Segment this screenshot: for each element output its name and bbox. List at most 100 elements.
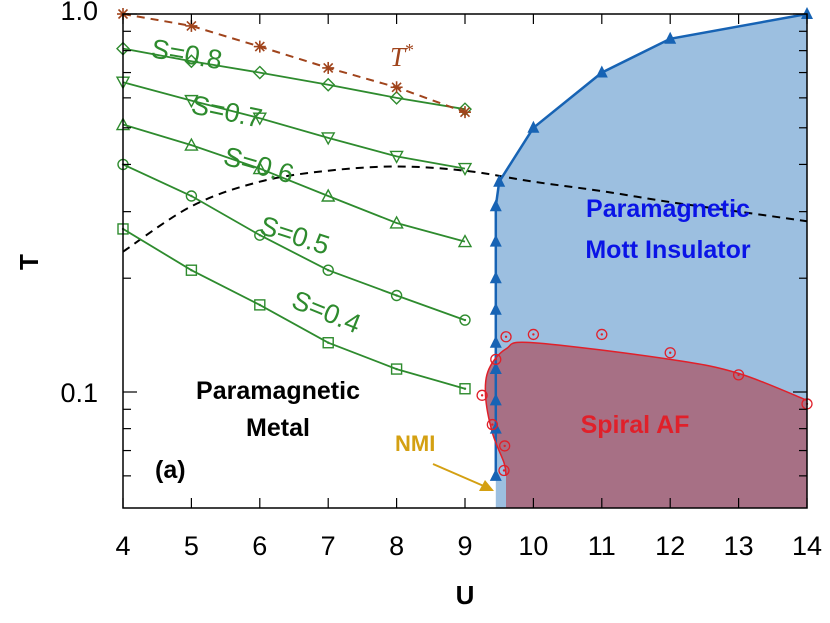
mott-point-4 <box>489 335 502 348</box>
x-tick-label-10: 10 <box>518 531 548 561</box>
tstar-point-2 <box>253 40 266 53</box>
spiral-point-8 <box>664 347 676 359</box>
x-tick-label-5: 5 <box>184 531 199 561</box>
spiral-point-dot-9 <box>737 373 740 377</box>
spiral-point-dot-5 <box>504 335 508 338</box>
x-tick-label-11: 11 <box>588 531 616 561</box>
label-s04: S=0.4 <box>288 285 365 340</box>
panel-label: (a) <box>155 456 186 484</box>
entropy-3-point-2-dot <box>258 233 261 237</box>
spiral-point-dot-7 <box>600 333 603 336</box>
mott-point-7 <box>489 234 502 247</box>
label-s06: S=0.6 <box>220 141 297 189</box>
y-tick-1: 1.0 <box>60 0 98 26</box>
spiral-point-6 <box>527 328 540 341</box>
mott-point-10 <box>527 120 540 133</box>
metal-label-2: Metal <box>246 414 310 442</box>
entropy-0-point-2 <box>252 65 267 80</box>
x-tick-label-7: 7 <box>321 531 336 561</box>
x-tick-label-8: 8 <box>389 531 404 561</box>
entropy-1-point-4 <box>389 150 404 164</box>
tstar-point-1-stroke-3 <box>186 20 197 31</box>
entropy-4-point-5-dot <box>463 387 467 390</box>
entropy-1-point-2 <box>252 112 267 126</box>
spiral-point-1 <box>499 440 511 452</box>
spiral-point-dot-1 <box>503 444 506 448</box>
mott-label-1: Paramagnetic <box>586 195 750 223</box>
spiral-point-dot-0 <box>502 469 506 472</box>
tstar-point-4 <box>390 81 403 94</box>
tstar-point-3-stroke-3 <box>323 62 334 73</box>
nmi-label: NMI <box>395 431 435 456</box>
entropy-0-point-1 <box>184 54 199 69</box>
axis-ticks <box>122 13 808 508</box>
entropy-line-4 <box>122 228 466 390</box>
entropy-2-point-1 <box>184 137 199 151</box>
tstar-line <box>122 13 466 114</box>
mott-point-9 <box>493 174 506 187</box>
boundary-markers <box>476 7 813 481</box>
entropy-4-point-3-dot <box>327 341 330 344</box>
mott-point-8 <box>489 199 502 212</box>
entropy-3-point-2 <box>254 229 266 241</box>
entropy-3-point-4 <box>390 289 403 302</box>
mott-point-6 <box>489 271 502 284</box>
tstar-point-2-stroke-3 <box>254 41 265 52</box>
entropy-line-1 <box>122 81 466 170</box>
crossover-dashed-line <box>123 165 807 253</box>
entropy-line-2 <box>122 123 466 243</box>
x-tick-label-9: 9 <box>457 531 472 561</box>
entropy-1-point-5 <box>457 162 473 177</box>
label-s07: S=0.7 <box>189 90 265 134</box>
entropy-1-point-3 <box>321 132 336 146</box>
x-tick-label-14: 14 <box>792 531 822 561</box>
spiral-af-region <box>485 342 807 508</box>
entropy-4-point-2-dot <box>258 303 261 307</box>
spiral-point-4 <box>490 353 502 366</box>
entropy-4-point-5 <box>459 383 471 395</box>
entropy-1-point-1 <box>184 94 199 109</box>
spiral-point-5 <box>500 331 512 343</box>
mott-point-12 <box>664 31 677 44</box>
spiral-point-dot-3 <box>480 394 484 397</box>
entropy-4-point-3 <box>322 337 334 349</box>
mott-point-11 <box>595 65 608 78</box>
entropy-3-point-3 <box>322 264 334 276</box>
nmi-arrowhead-icon <box>479 480 494 491</box>
tstar-label: T* <box>390 40 414 72</box>
tstar-point-5 <box>459 106 471 119</box>
nmi-arrow <box>432 463 487 488</box>
mott-point-2 <box>489 393 502 406</box>
tstar-point-3 <box>322 61 335 74</box>
label-s08: S=0.8 <box>149 33 224 75</box>
spiral-label: Spiral AF <box>581 411 690 439</box>
spiral-point-0 <box>498 464 510 477</box>
entropy-line-3 <box>122 163 466 321</box>
entropy-line-0 <box>122 47 466 111</box>
entropy-3-point-3-dot <box>327 269 330 272</box>
metal-label-1: Paramagnetic <box>196 377 360 405</box>
entropy-2-point-3 <box>321 188 336 202</box>
entropy-4-point-1-dot <box>190 269 193 272</box>
entropy-2-point-5 <box>457 234 473 248</box>
entropy-4-point-2 <box>254 299 266 311</box>
tstar-point-5-stroke-3 <box>459 107 471 118</box>
x-tick-label-12: 12 <box>655 531 685 561</box>
mott-point-3 <box>489 362 502 375</box>
spiral-point-7 <box>596 328 608 341</box>
x-tick-label-6: 6 <box>252 531 267 561</box>
entropy-3-point-4-dot <box>395 294 398 297</box>
entropy-3-point-5 <box>459 314 471 326</box>
x-tick-label-4: 4 <box>115 531 130 561</box>
spiral-point-dot-8 <box>669 351 672 354</box>
spiral-point-dot-2 <box>491 423 494 426</box>
entropy-2-point-2 <box>252 161 267 175</box>
spiral-point-3 <box>476 389 488 401</box>
spiral-boundary-line <box>484 341 808 477</box>
x-axis-title: U <box>456 580 475 610</box>
y-axis-title: T <box>14 254 44 270</box>
mott-point-0 <box>489 468 502 481</box>
entropy-0-point-3 <box>321 77 336 92</box>
